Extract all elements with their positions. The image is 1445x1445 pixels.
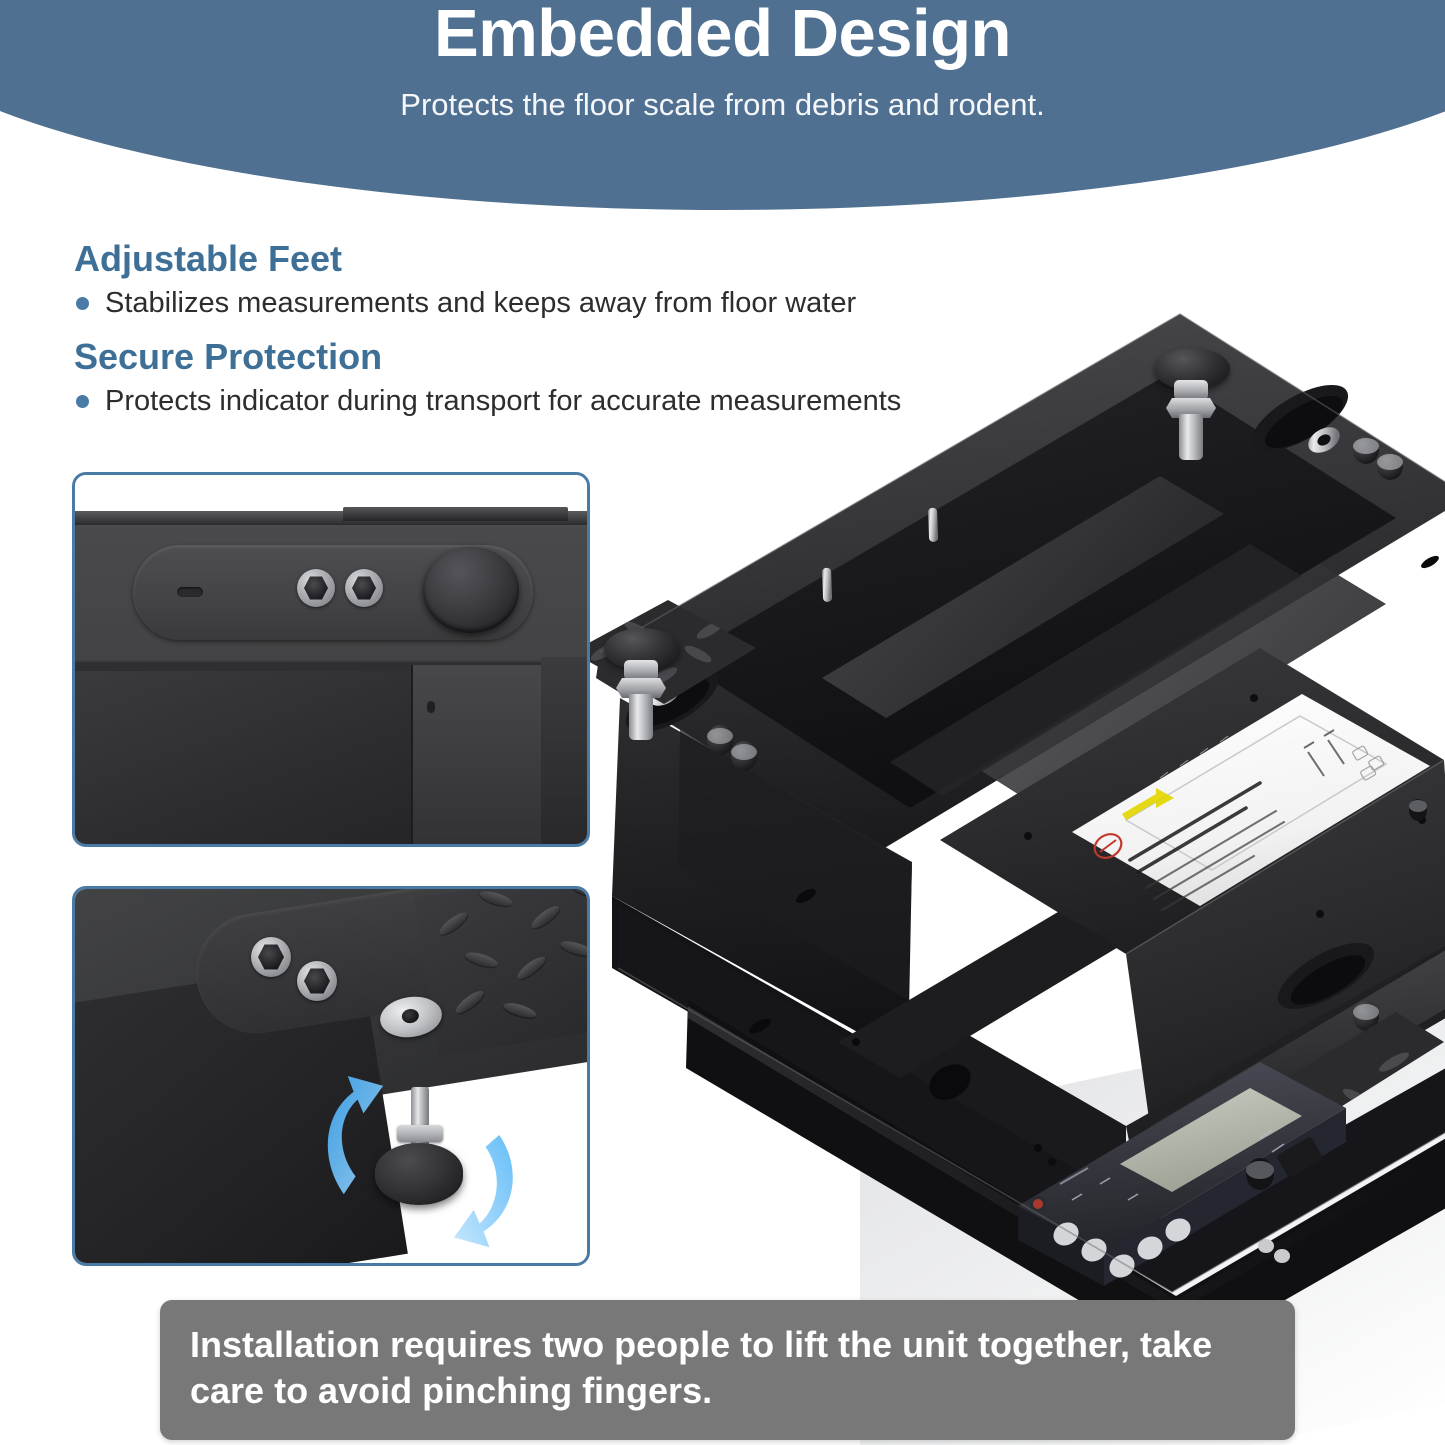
feature-bullet-row: Protects indicator during transport for … <box>74 383 1074 419</box>
foot-hex-nut <box>616 678 666 698</box>
digital-indicator-unit <box>1018 1062 1346 1286</box>
foot-threaded-stem <box>629 694 653 740</box>
closeup-vent-slot <box>177 587 203 597</box>
edge-highlights <box>599 313 1445 1293</box>
arrow-up-icon <box>327 1076 384 1195</box>
feature-block-adjustable-feet: Adjustable Feet Stabilizes measurements … <box>74 238 1074 322</box>
page-subtitle: Protects the floor scale from debris and… <box>400 87 1045 122</box>
alignment-pins <box>822 507 939 602</box>
closeup-pin <box>427 701 435 713</box>
bullet-dot-icon <box>76 297 89 311</box>
hex-bolt-icon <box>297 961 337 1001</box>
feature-bullet-row: Stabilizes measurements and keeps away f… <box>74 285 1074 321</box>
scale-left-recess <box>678 730 912 1000</box>
closeup-right-column <box>411 665 541 844</box>
foot-threaded-stem <box>1179 414 1203 460</box>
foot-collar <box>624 660 658 680</box>
feature-bullet-adjustable-feet: Stabilizes measurements and keeps away f… <box>105 287 857 320</box>
feature-list: Adjustable Feet Stabilizes measurements … <box>74 238 1074 433</box>
adjustable-foot-1 <box>1148 348 1234 460</box>
header-text-group: Embedded Design Protects the floor scale… <box>0 0 1445 120</box>
hex-bolt-icon <box>297 569 335 607</box>
scale-rib-1 <box>822 476 1224 718</box>
closeup-tab <box>343 507 568 521</box>
page-title: Embedded Design <box>434 0 1011 71</box>
foot-hex-nut <box>1166 398 1216 418</box>
closeup-foot-pad <box>375 1143 463 1205</box>
hex-bolt-icon <box>345 569 383 607</box>
scale-channel <box>890 544 1302 796</box>
scale-front-face <box>686 1000 1445 1360</box>
arrow-down-icon <box>454 1135 513 1248</box>
closeup-foot-nut <box>397 1125 443 1142</box>
adjustable-foot-2 <box>598 628 684 740</box>
product-photo-floor-scale <box>560 300 1445 1445</box>
inset-panel-secure-protection <box>72 472 590 847</box>
floor-scale-illustration <box>572 313 1445 1360</box>
feature-heading-secure-protection: Secure Protection <box>74 335 383 377</box>
warning-text: Installation requires two people to lift… <box>190 1324 1213 1412</box>
hex-bolt-icon <box>251 937 291 977</box>
feature-heading-adjustable-feet: Adjustable Feet <box>74 238 343 279</box>
scale-rib-2 <box>980 564 1386 812</box>
scale-right-deck <box>1126 760 1445 1126</box>
indicator-buttons <box>1053 1218 1191 1278</box>
access-cover-plate <box>838 912 1120 1152</box>
closeup-lower-panel <box>75 671 417 844</box>
warning-banner: Installation requires two people to lift… <box>160 1300 1295 1441</box>
corner-mount-top-right <box>1251 384 1403 480</box>
rotation-arrows <box>327 1076 513 1248</box>
header-banner: Embedded Design Protects the floor scale… <box>0 0 1445 210</box>
closeup-right-edge <box>541 657 587 844</box>
feature-bullet-secure-protection: Protects indicator during transport for … <box>105 385 902 418</box>
foot-collar <box>1174 380 1208 400</box>
feature-block-secure-protection: Secure Protection Protects indicator dur… <box>74 336 1074 420</box>
bullet-dot-icon <box>76 395 89 409</box>
inset-panel-adjustable-feet <box>72 886 590 1266</box>
closeup-round-foot-pad <box>423 547 519 633</box>
instruction-label-sticker <box>1072 694 1430 912</box>
